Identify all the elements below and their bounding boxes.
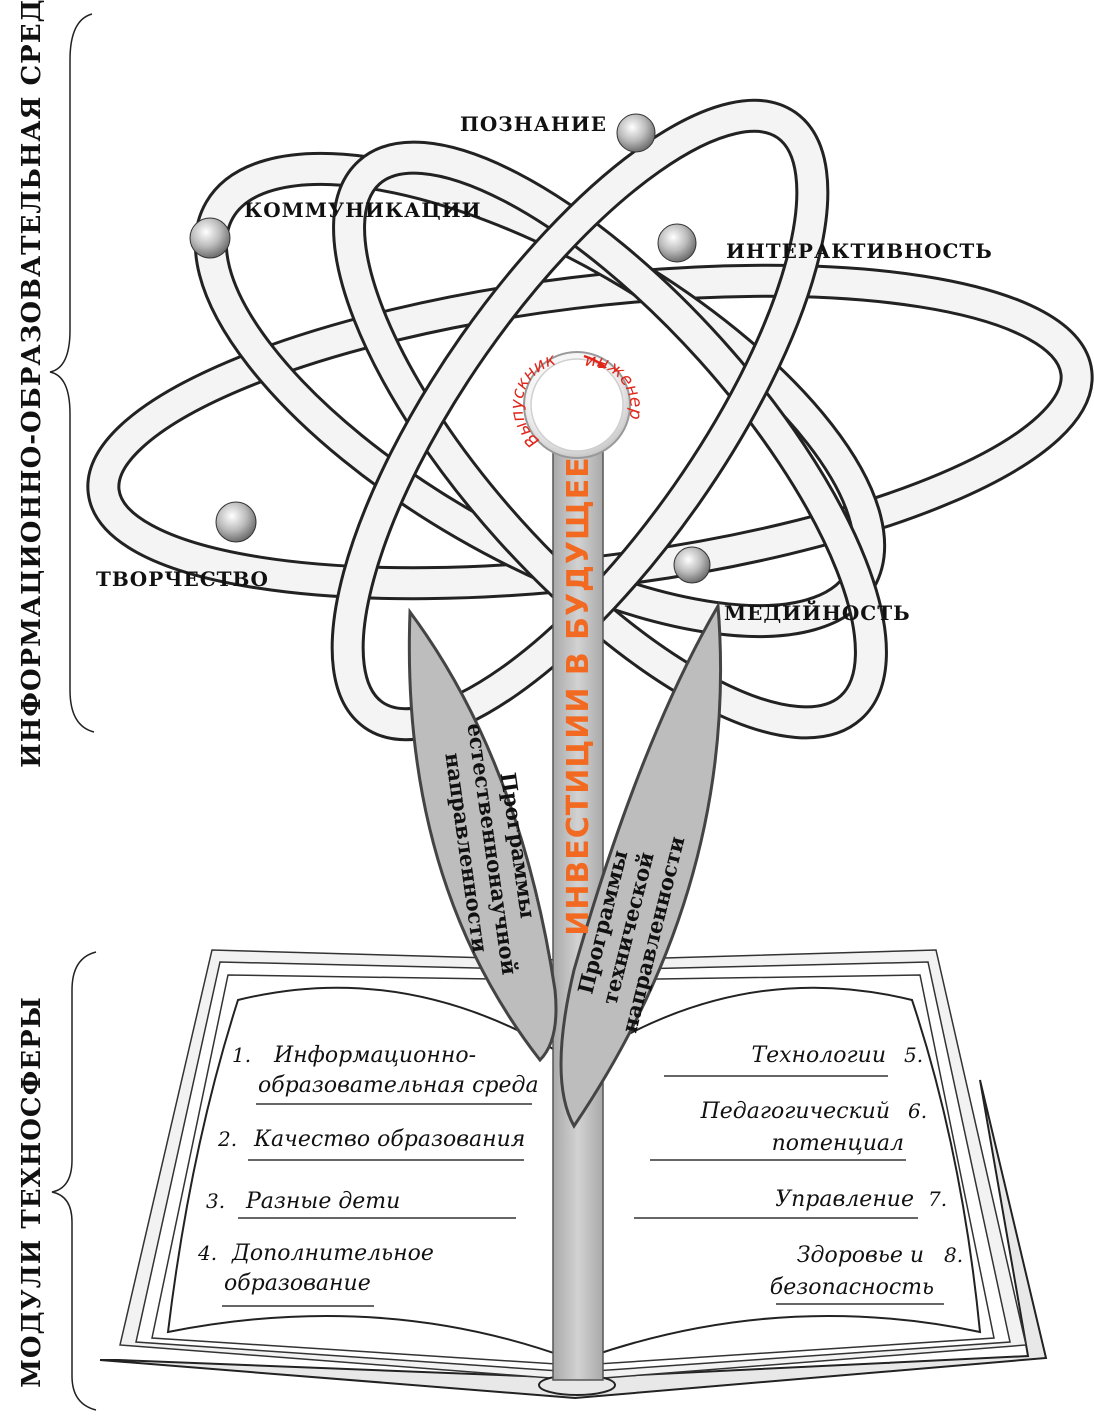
- item-6-line-1: Педагогический: [700, 1099, 890, 1124]
- item-4-line-1: Дополнительное: [231, 1241, 434, 1266]
- item-1-line-2: образовательная среда: [258, 1073, 539, 1098]
- brace-top: [50, 14, 94, 732]
- item-1-line-1: Информационно-: [273, 1043, 476, 1068]
- item-2-line-1: Качество образования: [253, 1127, 525, 1152]
- item-6-line-2: потенциал: [772, 1131, 904, 1156]
- item-4-num: 4.: [197, 1241, 217, 1265]
- item-8-num: 8.: [944, 1243, 963, 1267]
- item-5-num: 5.: [904, 1043, 923, 1067]
- electron-interaktivnost: [658, 224, 696, 262]
- side-label-top: ИНФОРМАЦИОННО-ОБРАЗОВАТЕЛЬНАЯ СРЕДА: [17, 0, 47, 768]
- electron-tvorchestvo: [216, 502, 256, 542]
- side-label-bottom: МОДУЛИ ТЕХНОСФЕРЫ: [17, 996, 47, 1388]
- label-poznanie: ПОЗНАНИЕ: [460, 112, 607, 136]
- label-mediynost: МЕДИЙНОСТЬ: [724, 599, 911, 625]
- item-3-num: 3.: [206, 1189, 225, 1213]
- item-7-line-1: Управление: [775, 1187, 914, 1212]
- item-4-line-2: образование: [224, 1271, 371, 1296]
- item-5-line-1: Технологии: [751, 1043, 886, 1068]
- item-7-num: 7.: [928, 1187, 947, 1211]
- item-2-num: 2.: [217, 1127, 237, 1151]
- item-8-line-2: безопасность: [770, 1275, 934, 1300]
- label-interaktivnost: ИНТЕРАКТИВНОСТЬ: [726, 239, 993, 263]
- bulb: Выпускник инженер: [507, 350, 646, 458]
- label-tvorchestvo: ТВОРЧЕСТВО: [96, 567, 269, 591]
- item-3-line-1: Разные дети: [245, 1189, 400, 1214]
- stem-label: ИНВЕСТИЦИИ В БУДУЩЕЕ: [561, 456, 596, 936]
- item-6-num: 6.: [908, 1099, 927, 1123]
- electron-poznanie: [617, 114, 655, 152]
- electron-mediynost: [674, 547, 710, 583]
- item-1-num: 1.: [232, 1043, 251, 1067]
- label-kommunikacii: КОММУНИКАЦИИ: [244, 198, 482, 222]
- brace-bottom: [52, 952, 96, 1410]
- electron-kommunikacii: [190, 218, 230, 258]
- item-8-line-1: Здоровье и: [797, 1243, 924, 1268]
